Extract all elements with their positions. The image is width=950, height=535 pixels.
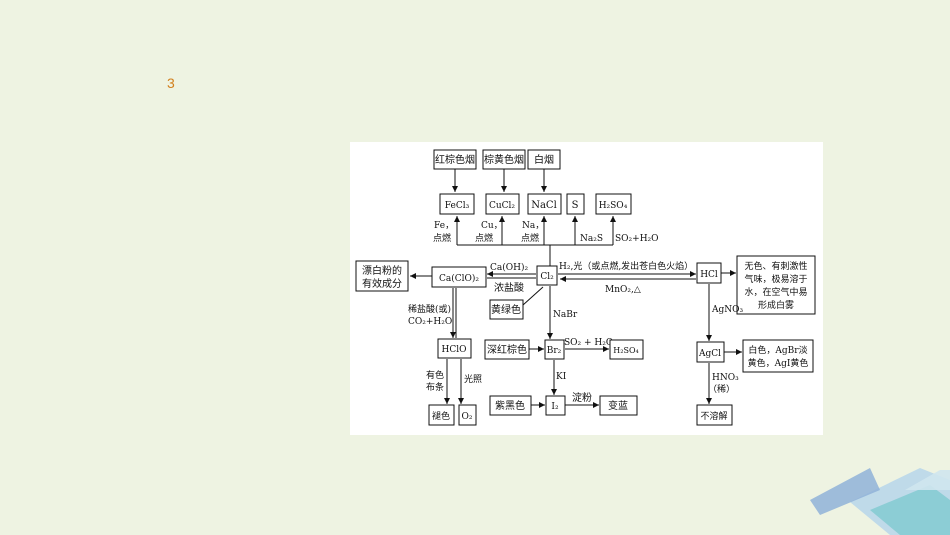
hcl-desc-line-3: 水，在空气中易 [744,286,807,298]
corner-decoration [810,468,950,535]
nacl-label: NaCl [531,200,557,211]
insoluble-label: 不溶解 [700,410,727,422]
fecl3-label: FeCl₃ [445,201,470,211]
white-smoke-label: 白烟 [534,153,554,166]
bleach-desc-line-1: 漂白粉的 [362,264,402,277]
i2-label: I₂ [551,402,559,412]
yellow-green-pointer [522,286,544,306]
cucl2-label: CuCl₂ [489,201,515,211]
agno3-label: AgNO₃ [711,305,744,315]
sulfur-box [566,193,585,215]
turns-blue-label: 变蓝 [608,399,628,412]
dilute-acid-line-2: CO₂+H₂O [408,317,452,327]
nacl-box [527,193,562,215]
purple-black-label: 紫黑色 [495,399,525,412]
cucl2-box [485,193,520,215]
mno2-label: MnO₂,△ [605,285,641,295]
br2-so2-h2o-label: SO₂ + H₂O [564,338,613,348]
hno3-label: HNO₃ [712,373,739,383]
h2so4-top-label: H₂SO₄ [599,201,628,211]
hcl-desc-line-1: 无色、有刺激性 [744,260,807,272]
hcl-desc-box [736,255,816,315]
hclo-box [437,338,472,359]
yellow-green-label: 黄绿色 [491,303,521,316]
br2-box [544,339,565,360]
agcl-desc-line-2: 黄色，AgI黄色 [748,357,809,369]
yellow-brown-smoke-label: 棕黄色烟 [484,153,524,166]
agcl-desc-line-1: 白色，AgBr淡 [748,344,807,356]
fe-ignite: 点燃 [433,232,451,244]
o2-box [458,404,477,426]
h2-light-label: H₂,光（或点燃,发出苍白色火焰） [559,260,693,272]
na-condition: Na， [522,221,544,231]
hcl-desc-line-4: 形成白雾 [758,299,794,311]
agcl-desc-box [742,339,814,373]
colored-cloth-line-1: 有色 [426,369,444,381]
na-ignite: 点燃 [521,232,539,244]
light-label: 光照 [464,373,482,385]
conc-hcl-label: 浓盐酸 [494,281,524,294]
starch-label: 淀粉 [572,391,592,404]
fecl3-box [439,193,475,215]
nabr-label: NaBr [553,310,578,320]
hno3-dilute-label: （稀） [708,383,735,395]
turns-blue-box [599,395,638,416]
ca-oh-2-label: Ca(OH)₂ [490,262,529,273]
cl2-box [536,265,558,286]
dilute-acid-line-1: 稀盐酸(或) [408,303,451,315]
fade-box [428,404,455,426]
hcl-label: HCl [700,270,718,280]
caclo2-box [431,266,487,288]
cu-ignite: 点燃 [475,232,493,244]
page-number: 3 [167,75,175,91]
hclo-label: HClO [442,345,467,355]
cu-condition: Cu， [481,221,503,231]
h2so4-bottom-box [609,339,644,360]
deep-red-brown-label: 深红棕色 [487,343,527,356]
fe-condition: Fe， [434,221,454,231]
hcl-desc-line-2: 气味，极易溶于 [744,273,807,285]
fade-label: 褪色 [432,410,450,422]
red-brown-smoke-label: 红棕色烟 [435,153,475,166]
h2so4-top-box [595,193,632,215]
ki-label: KI [556,372,567,382]
sulfur-label: S [572,200,579,211]
o2-label: O₂ [462,412,473,422]
colored-cloth-line-2: 布条 [426,381,444,393]
chlorine-reaction-diagram: 红棕色烟 棕黄色烟 白烟 FeCl₃ CuCl₂ NaCl S H₂SO₄ Fe… [350,142,823,435]
caclo2-label: Ca(ClO)₂ [439,273,479,284]
h2so4-bottom-label: H₂SO₄ [613,346,638,355]
cl2-label: Cl₂ [540,272,554,282]
bleach-desc-line-2: 有效成分 [362,277,402,290]
bleach-desc-box [355,260,409,292]
br2-label: Br₂ [547,346,562,356]
yellow-green-box [489,299,524,320]
na2s-condition: Na₂S [580,234,603,244]
insoluble-box [696,404,733,426]
agcl-label: AgCl [698,349,721,359]
so2-h2o-condition: SO₂+H₂O [615,234,659,244]
